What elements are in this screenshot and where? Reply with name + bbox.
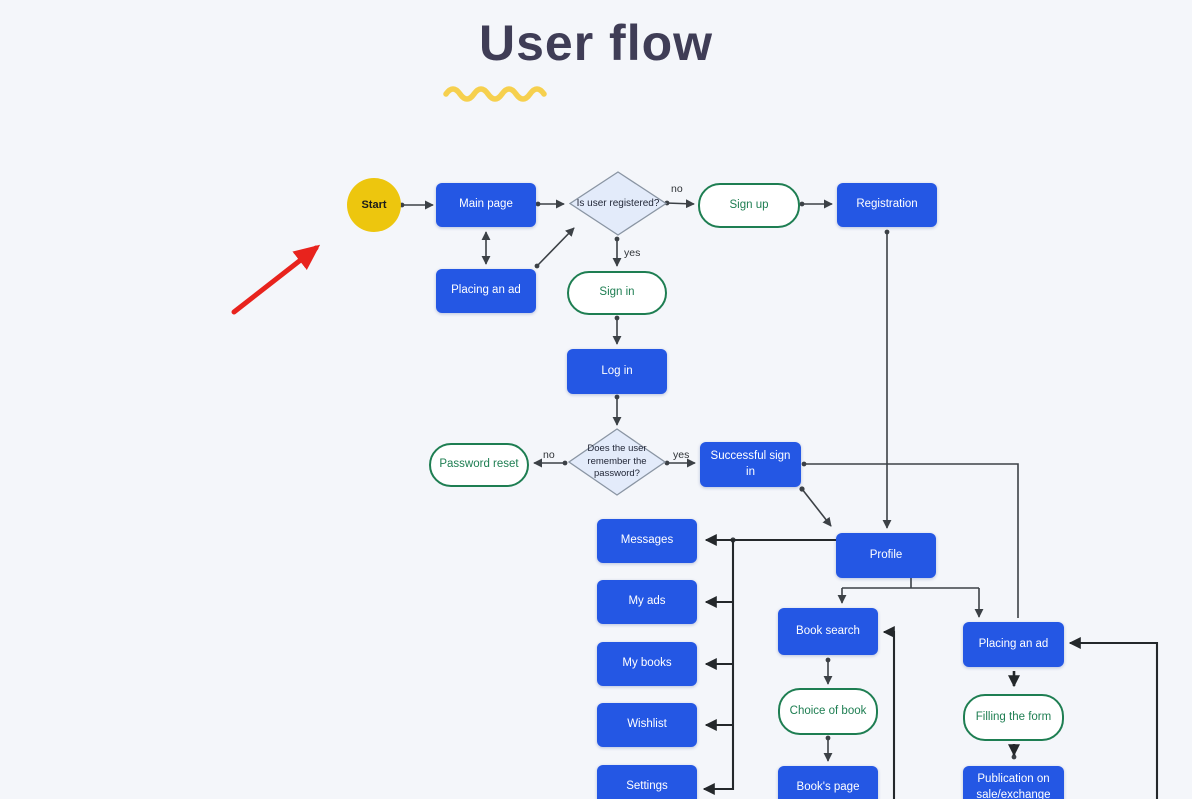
node-profile-label: Profile [869,548,903,561]
edge-label-remember-yes: yes [673,449,690,461]
node-filling-the-form-label: Filling the form [975,710,1052,723]
flow-connectors [399,199,1019,762]
node-choice-of-book-label: Choice of book [789,704,867,717]
edge-label-registered-yes: yes [624,247,641,259]
node-log-in-label: Log in [601,364,633,377]
diamond-shape [568,428,666,496]
node-publication[interactable]: Publication on sale/exchange [963,766,1064,799]
node-placing-an-ad-top-label: Placing an ad [451,284,521,297]
node-wishlist[interactable]: Wishlist [597,703,697,747]
node-my-books-label: My books [622,657,672,670]
node-book-search-label: Book search [796,624,860,637]
node-publication-label: Publication on sale/exchange [976,773,1051,799]
edge-label-remember-no: no [543,449,555,461]
node-start-label: Start [361,198,387,211]
node-main-page-label: Main page [459,198,513,211]
node-books-page-label: Book's page [796,781,860,794]
node-sign-in-label: Sign in [599,286,635,299]
flow-connectors-bold [702,534,1159,799]
node-books-page[interactable]: Book's page [778,766,878,799]
node-successful-sign-in[interactable]: Successful sign in [700,442,801,487]
node-password-reset-label: Password reset [439,458,519,471]
title-squiggle-underline [443,86,547,102]
node-choice-of-book[interactable]: Choice of book [778,688,878,735]
node-settings-label: Settings [626,780,668,793]
node-placing-an-ad-right-label: Placing an ad [978,637,1049,650]
node-successful-sign-in-label: Successful sign in [710,449,791,478]
page-title: User flow [478,15,714,71]
red-annotation-arrow[interactable] [231,244,321,315]
node-messages-label: Messages [620,534,674,547]
node-password-reset[interactable]: Password reset [429,443,529,487]
node-registration-label: Registration [856,198,918,211]
node-profile[interactable]: Profile [836,533,936,578]
node-book-search[interactable]: Book search [778,608,878,655]
node-sign-in[interactable]: Sign in [567,271,667,315]
node-main-page[interactable]: Main page [436,183,536,227]
node-is-user-registered[interactable]: Is user registered? [569,171,667,236]
node-sign-up-label: Sign up [729,198,769,211]
edge-label-registered-no: no [671,183,683,195]
node-sign-up[interactable]: Sign up [698,183,800,228]
diamond-shape [569,171,667,236]
node-wishlist-label: Wishlist [627,718,667,731]
node-filling-the-form[interactable]: Filling the form [963,694,1064,741]
node-settings[interactable]: Settings [597,765,697,799]
node-my-ads[interactable]: My ads [597,580,697,624]
node-my-ads-label: My ads [628,595,666,608]
node-remember-password[interactable]: Does the user remember the password? [568,428,666,496]
node-log-in[interactable]: Log in [567,349,667,394]
node-placing-an-ad-right[interactable]: Placing an ad [963,622,1064,667]
node-start[interactable]: Start [347,178,401,232]
node-placing-an-ad-top[interactable]: Placing an ad [436,269,536,313]
node-registration[interactable]: Registration [837,183,937,227]
node-messages[interactable]: Messages [597,519,697,563]
node-my-books[interactable]: My books [597,642,697,686]
